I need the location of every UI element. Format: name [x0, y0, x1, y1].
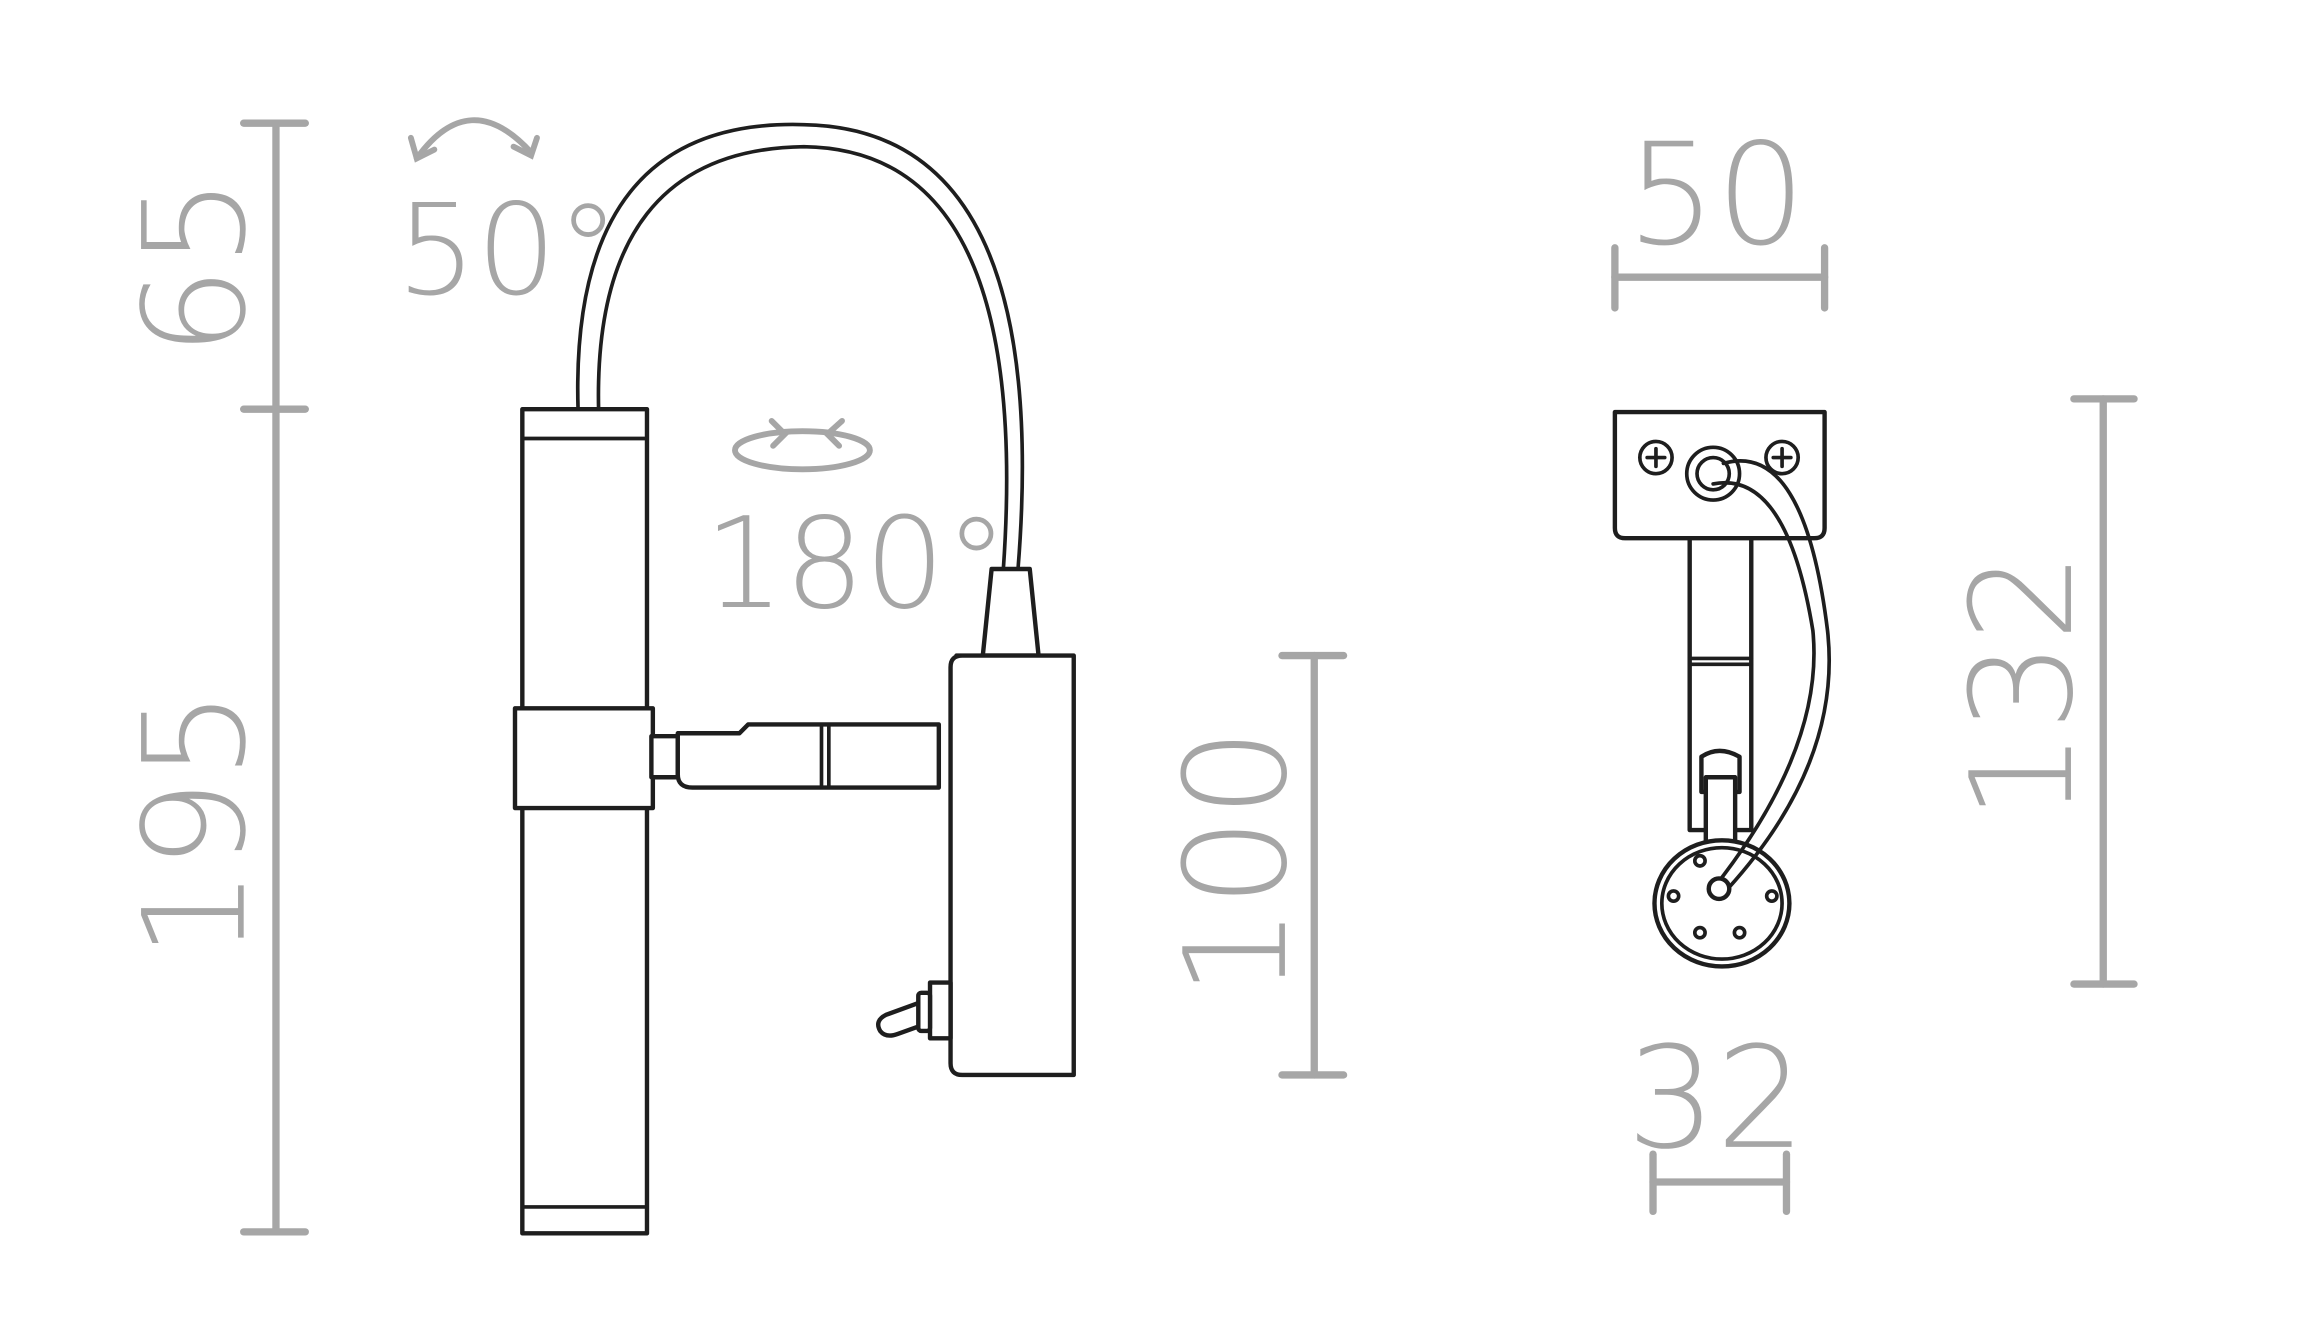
dimension-100: 100	[1155, 651, 1348, 1079]
dimension-32: 32	[1627, 1017, 1806, 1216]
lamp-front-view	[1612, 409, 1832, 969]
tilt-arrow-icon	[407, 117, 540, 163]
dim-label-total-height: 195	[114, 690, 278, 959]
dim-label-box-height: 100	[1155, 728, 1319, 997]
screw-icon-right	[1764, 439, 1801, 476]
dimension-195: 195	[114, 405, 309, 1236]
dim-label-plate-width: 50	[1627, 113, 1806, 277]
dimension-65: 65	[114, 119, 309, 413]
rotate-arrow-icon	[732, 417, 873, 473]
dim-label-front-height: 132	[1941, 552, 2105, 821]
screw-icon-left	[1637, 439, 1674, 476]
dimension-132: 132	[1941, 395, 2138, 988]
dim-label-head-width: 32	[1627, 1017, 1806, 1181]
led-dots	[1666, 853, 1779, 940]
toggle-switch	[876, 980, 953, 1041]
lamp-side-view	[512, 122, 1076, 1236]
dim-label-arm-height: 65	[114, 177, 278, 356]
dimension-50: 50	[1611, 113, 1829, 312]
tilt-angle-label: 50°	[396, 176, 620, 323]
rotation-angle-label: 180°	[704, 490, 1008, 637]
